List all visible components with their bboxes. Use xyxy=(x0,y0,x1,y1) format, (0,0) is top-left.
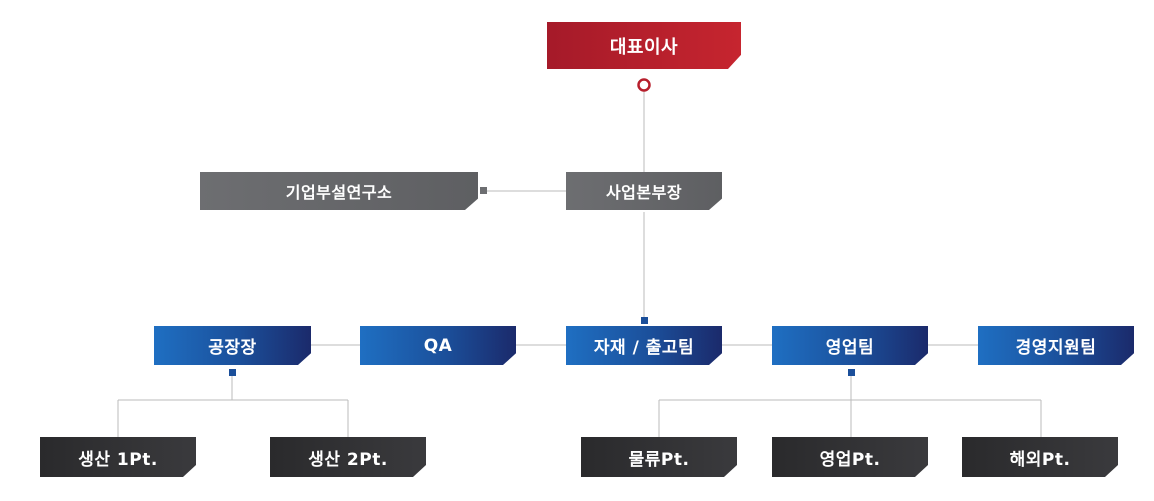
ceo-node: 대표이사 xyxy=(547,22,741,69)
team-qa: QA xyxy=(360,326,516,365)
research-lab-node: 기업부설연구소 xyxy=(200,172,478,210)
unit-overseas: 해외Pt. xyxy=(962,437,1118,477)
team-sales: 영업팀 xyxy=(772,326,928,365)
division-head-node: 사업본부장 xyxy=(566,172,722,210)
lab-connector-marker xyxy=(480,187,487,194)
unit-production-2: 생산 2Pt. xyxy=(270,437,426,477)
ceo-connector-marker xyxy=(637,78,651,92)
sales-connector-marker xyxy=(848,369,855,376)
team-factory-manager: 공장장 xyxy=(154,326,311,365)
team-materials-shipping: 자재 / 출고팀 xyxy=(566,326,722,365)
unit-production-1: 생산 1Pt. xyxy=(40,437,196,477)
teams-connector-marker xyxy=(641,317,648,324)
unit-logistics: 물류Pt. xyxy=(581,437,737,477)
factory-connector-marker xyxy=(229,369,236,376)
team-management-support: 경영지원팀 xyxy=(978,326,1134,365)
unit-sales: 영업Pt. xyxy=(772,437,928,477)
